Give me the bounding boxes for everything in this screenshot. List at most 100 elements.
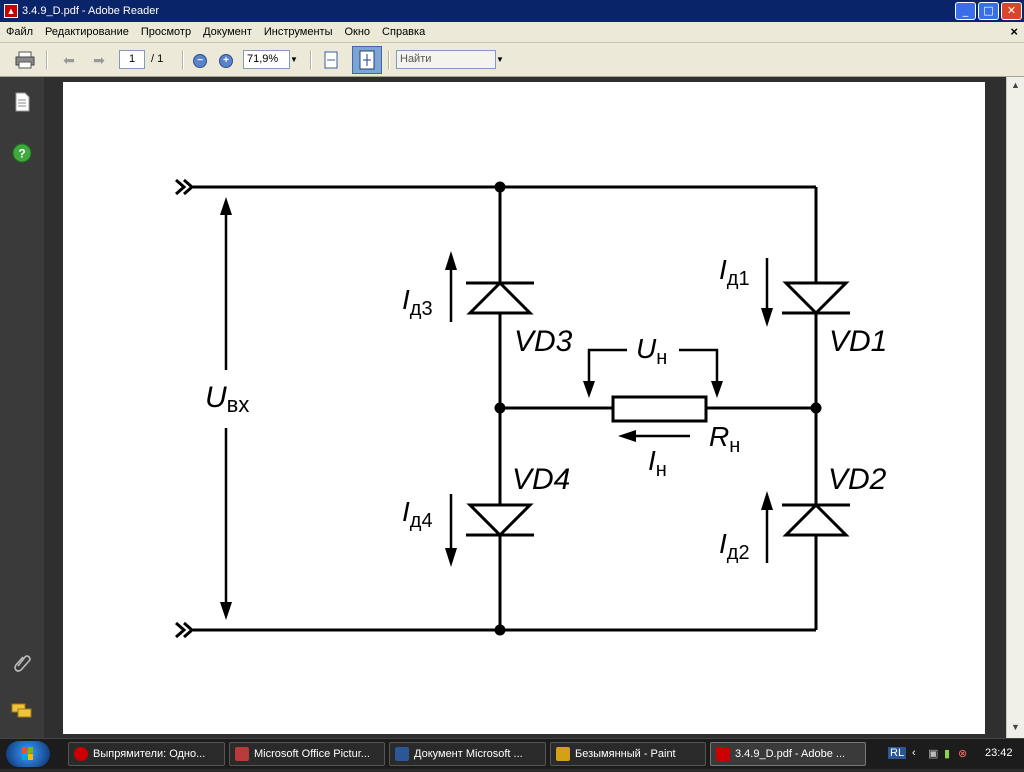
start-button[interactable] <box>6 741 50 767</box>
current-vd2-label: Iд2 <box>719 528 750 564</box>
diode-vd1 <box>782 281 850 316</box>
fit-page-icon <box>359 50 375 70</box>
input-voltage-label: Uвх <box>205 381 249 417</box>
load-resistor <box>611 395 708 423</box>
fit-width-icon <box>324 51 338 69</box>
load-current-arrow <box>618 430 690 442</box>
zoom-in-button[interactable]: + <box>219 54 233 76</box>
picture-manager-icon <box>235 747 249 761</box>
diode-vd2-label: VD2 <box>828 463 887 496</box>
paperclip-icon <box>14 655 31 672</box>
tray-expand-icon[interactable]: ‹ <box>912 747 916 759</box>
scroll-up-icon[interactable]: ▲ <box>1011 80 1020 90</box>
minus-icon: − <box>193 54 207 68</box>
input-terminal-top <box>175 178 195 196</box>
menu-document[interactable]: Документ <box>203 26 252 38</box>
diode-vd4 <box>466 503 534 538</box>
comments-button[interactable] <box>11 700 33 722</box>
page-total: / 1 <box>151 53 164 65</box>
help-icon: ? <box>12 143 32 163</box>
diode-vd3-label: VD3 <box>514 325 573 358</box>
print-button[interactable] <box>14 49 36 71</box>
zoom-dropdown-icon[interactable]: ▼ <box>290 55 298 64</box>
taskbar-item-adobe-reader[interactable]: 3.4.9_D.pdf - Adobe ... <box>710 742 866 766</box>
pdf-page: Uвх VD3 VD1 VD4 <box>63 82 985 734</box>
menu-bar: Файл Редактирование Просмотр Документ Ин… <box>0 22 1024 43</box>
junction-dot <box>494 402 506 414</box>
taskbar-item-word[interactable]: Документ Microsoft ... <box>389 742 546 766</box>
help-button[interactable]: ? <box>11 142 33 164</box>
menu-help[interactable]: Справка <box>382 26 426 38</box>
fit-width-button[interactable] <box>320 49 342 71</box>
window-controls: _ □ ✕ <box>955 2 1022 20</box>
document-close-icon[interactable]: × <box>1010 24 1018 39</box>
load-current-label: Iн <box>648 445 667 481</box>
windows-logo-icon <box>22 747 33 760</box>
clock: 23:42 <box>985 747 1013 759</box>
page-number-input[interactable]: 1 <box>119 50 145 69</box>
load-voltage-label: Uн <box>636 333 667 369</box>
current-vd1-label: Iд1 <box>719 254 750 290</box>
load-voltage-arrowhead-left <box>583 381 595 398</box>
zoom-level-input[interactable]: 71,9% <box>243 50 290 69</box>
toolbar-separator <box>182 51 184 69</box>
maximize-button[interactable]: □ <box>978 2 999 20</box>
paint-icon <box>556 747 570 761</box>
close-button[interactable]: ✕ <box>1001 2 1022 20</box>
taskbar: Выпрямители: Одно... Microsoft Office Pi… <box>0 738 1024 769</box>
diode-vd2 <box>782 502 850 537</box>
zoom-out-button[interactable]: − <box>193 54 207 76</box>
current-arrow-vd3 <box>445 251 457 322</box>
pages-panel-button[interactable] <box>11 91 33 113</box>
minimize-button[interactable]: _ <box>955 2 976 20</box>
toolbar-separator <box>388 51 390 69</box>
load-voltage-arrowhead-right <box>711 381 723 398</box>
window-title: 3.4.9_D.pdf - Adobe Reader <box>22 5 159 17</box>
fit-page-button[interactable] <box>352 46 382 74</box>
title-bar: ▲ 3.4.9_D.pdf - Adobe Reader _ □ ✕ <box>0 0 1024 22</box>
load-voltage-arrows <box>587 348 719 383</box>
find-input[interactable]: Найти <box>396 50 496 69</box>
taskbar-item-label: Документ Microsoft ... <box>414 748 523 760</box>
network-icon[interactable]: ▣ <box>928 748 939 760</box>
current-arrow-vd1 <box>761 258 773 327</box>
find-dropdown-icon[interactable]: ▼ <box>496 55 504 64</box>
next-page-button[interactable]: ➡ <box>88 49 110 71</box>
menu-view[interactable]: Просмотр <box>140 26 192 38</box>
taskbar-item-opera[interactable]: Выпрямители: Одно... <box>68 742 225 766</box>
toolbar-separator <box>46 51 48 69</box>
toolbar: ⬅ ➡ 1 / 1 − + 71,9% ▼ Найти ▼ <box>0 43 1024 77</box>
comments-icon <box>11 703 32 718</box>
pages-icon <box>15 92 30 112</box>
taskbar-item-label: Выпрямители: Одно... <box>93 748 206 760</box>
scroll-down-icon[interactable]: ▼ <box>1011 722 1020 732</box>
taskbar-item-picture-manager[interactable]: Microsoft Office Pictur... <box>229 742 385 766</box>
input-terminal-bottom <box>175 621 195 639</box>
language-indicator[interactable]: RL <box>888 747 907 759</box>
system-tray: RL ‹ ▣ ▮ ⊗ 23:42 <box>874 739 1024 769</box>
vertical-scrollbar[interactable]: ▲ ▼ <box>1006 77 1024 738</box>
toolbar-separator <box>310 51 312 69</box>
taskbar-item-label: 3.4.9_D.pdf - Adobe ... <box>735 748 846 760</box>
menu-tools[interactable]: Инструменты <box>263 26 333 38</box>
menu-edit[interactable]: Редактирование <box>45 26 129 38</box>
adobe-pdf-icon <box>716 747 730 761</box>
load-resistor-label: Rн <box>709 421 740 457</box>
diode-vd1-label: VD1 <box>829 325 887 358</box>
menu-file[interactable]: Файл <box>6 26 34 38</box>
taskbar-item-label: Безымянный - Paint <box>575 748 676 760</box>
navigation-panel: ? <box>0 77 44 738</box>
taskbar-item-paint[interactable]: Безымянный - Paint <box>550 742 706 766</box>
input-voltage-arrow <box>220 197 232 620</box>
arrow-left-icon: ⬅ <box>63 51 75 68</box>
security-alert-icon[interactable]: ⊗ <box>958 748 968 760</box>
menu-window[interactable]: Окно <box>344 26 371 38</box>
attachments-button[interactable] <box>11 651 33 673</box>
junction-dot <box>494 624 506 636</box>
printer-icon <box>15 51 35 69</box>
opera-icon <box>74 747 88 761</box>
arrow-right-icon: ➡ <box>93 51 105 68</box>
previous-page-button[interactable]: ⬅ <box>58 49 80 71</box>
signal-icon[interactable]: ▮ <box>944 748 951 760</box>
taskbar-item-label: Microsoft Office Pictur... <box>254 748 370 760</box>
